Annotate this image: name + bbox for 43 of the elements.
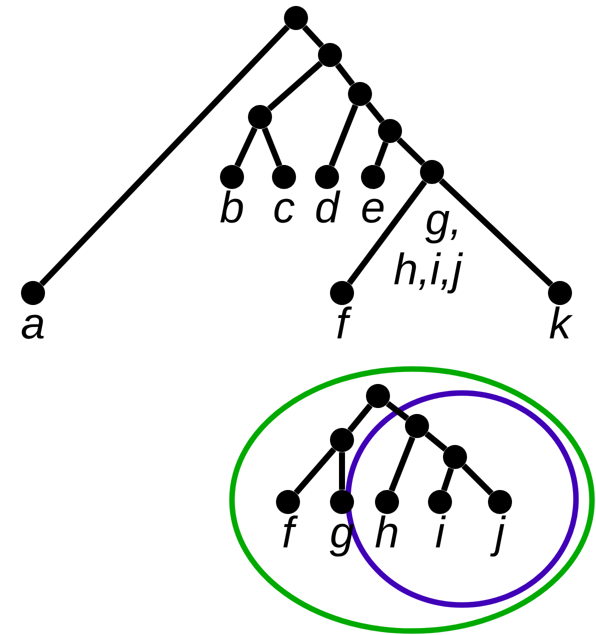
branch-line [346, 180, 428, 285]
branch-line [365, 102, 385, 124]
branch-line [424, 431, 448, 452]
branch-line [396, 137, 426, 166]
branch-line [39, 24, 290, 286]
node-label: f [283, 516, 298, 548]
node-label: h [376, 516, 398, 548]
branch-line [234, 126, 258, 168]
branch-line [374, 141, 389, 167]
branch-line [335, 62, 355, 86]
branch-line [267, 60, 323, 112]
branch-dot [248, 105, 272, 129]
branch-line [386, 401, 410, 421]
branch-dot [420, 160, 444, 184]
node-label: k [550, 306, 573, 338]
branch-line [438, 178, 554, 287]
node-label: c [274, 198, 294, 223]
node-label: f [337, 306, 352, 338]
edge-label: g, h,i,j [394, 210, 463, 294]
node-label: a [22, 314, 44, 339]
branch-line [462, 464, 494, 496]
branch-line [302, 24, 324, 48]
node-label: d [316, 190, 340, 223]
branch-dot [443, 445, 467, 469]
branch-line [347, 404, 373, 432]
branch-dot [318, 43, 342, 67]
node-label: b [220, 190, 243, 223]
branch-line [339, 452, 345, 490]
branch-line [262, 127, 282, 167]
branch-dot [366, 384, 390, 408]
branch-line [328, 104, 358, 167]
node-label: g [330, 524, 354, 557]
branch-dot [405, 414, 429, 438]
branch-dot [284, 6, 308, 30]
branch-dot [348, 82, 372, 106]
node-label: j [490, 516, 506, 557]
branch-dot [378, 119, 402, 143]
branch-dot [330, 428, 354, 452]
branch-line [388, 436, 416, 492]
branch-line [294, 447, 336, 495]
branch-line [441, 468, 454, 492]
node-label: e [362, 198, 384, 223]
node-label: i [436, 516, 446, 548]
